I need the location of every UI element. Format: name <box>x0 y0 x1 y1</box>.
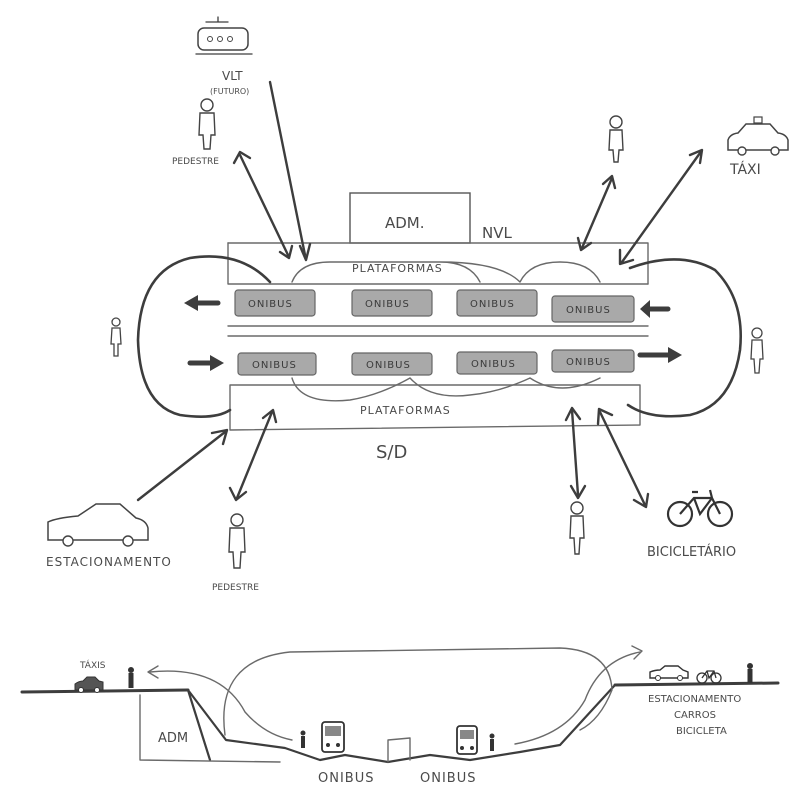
onibus-right-label: ONIBUS <box>420 771 476 786</box>
pedestrian-icon <box>301 731 306 749</box>
pedestrian-icon <box>570 502 584 554</box>
tram-icon <box>196 17 252 54</box>
bicicletario-label: BICICLETÁRIO <box>647 544 736 560</box>
bus-top-1: ONIBUS <box>235 290 315 316</box>
pedestrian-icon <box>609 116 623 162</box>
vlt-label: VLT <box>222 69 243 83</box>
right-loop-path <box>628 259 741 416</box>
circulation-loop <box>224 648 612 735</box>
sd-label: S/D <box>376 442 407 463</box>
pedestrian-icon <box>199 99 215 149</box>
pedestrian-icon <box>490 734 495 752</box>
pedestre-top-label: PEDESTRE <box>172 157 219 167</box>
upper-platform-brace <box>292 262 600 282</box>
section-legend-3: BICICLETA <box>676 726 727 737</box>
bus-top-2: ONIBUS <box>352 290 432 316</box>
bus-label: ONIBUS <box>566 357 611 368</box>
bus-front-icon <box>457 726 477 754</box>
bicycle-icon <box>697 671 721 683</box>
section-access-left <box>150 671 292 740</box>
bus-top-3: ONIBUS <box>457 290 537 316</box>
adm-label: ADM. <box>385 214 425 232</box>
nvl-label: NVL <box>482 224 512 242</box>
pedestre-bottom-label: PEDESTRE <box>212 583 259 593</box>
bus-top-4: ONIBUS <box>552 296 634 322</box>
taxis-label: TÁXIS <box>79 659 106 671</box>
pedestrian-icon <box>229 514 245 568</box>
bus-label: ONIBUS <box>470 299 515 310</box>
taxi-icon <box>75 677 103 693</box>
bus-label: ONIBUS <box>248 299 293 310</box>
bus-bottom-4: ONIBUS <box>552 350 634 372</box>
vlt-sub-label: (FUTURO) <box>210 87 249 96</box>
bus-bottom-1: ONIBUS <box>238 353 316 375</box>
bus-bottom-2: ONIBUS <box>352 353 432 375</box>
pedestrian-icon <box>111 318 121 356</box>
pedestrian-icon <box>751 328 763 373</box>
plataformas-top-label: PLATAFORMAS <box>352 262 443 275</box>
section-legend-1: ESTACIONAMENTO <box>648 694 741 705</box>
car-icon <box>48 504 148 546</box>
adm-section-box <box>140 695 280 762</box>
bus-front-icon <box>322 722 344 752</box>
adm-section-label: ADM <box>158 731 188 746</box>
bus-label: ONIBUS <box>366 360 411 371</box>
pedestrian-icon <box>128 667 134 688</box>
section-legend-2: CARROS <box>674 710 716 721</box>
bus-bottom-3: ONIBUS <box>457 352 537 374</box>
bus-label: ONIBUS <box>471 359 516 370</box>
station-plan: ADM. NVL PLATAFORMAS PLATAFORMAS S/D ONI… <box>46 17 788 593</box>
ground-line <box>22 683 778 692</box>
bus-label: ONIBUS <box>365 299 410 310</box>
taxi-icon <box>728 117 788 155</box>
lower-platform-brace <box>292 378 600 401</box>
station-section: ADM TÁXIS <box>22 646 778 786</box>
taxi-label: TÁXI <box>729 161 761 178</box>
plataformas-bottom-label: PLATAFORMAS <box>360 404 451 417</box>
car-icon <box>650 666 688 681</box>
excavation-profile <box>188 685 615 762</box>
bus-label: ONIBUS <box>566 305 611 316</box>
onibus-left-label: ONIBUS <box>318 771 374 786</box>
pedestrian-icon <box>747 663 753 683</box>
bus-label: ONIBUS <box>252 360 297 371</box>
section-access-right <box>515 652 640 744</box>
bicycle-icon <box>668 490 732 526</box>
estacionamento-label: ESTACIONAMENTO <box>46 555 172 569</box>
